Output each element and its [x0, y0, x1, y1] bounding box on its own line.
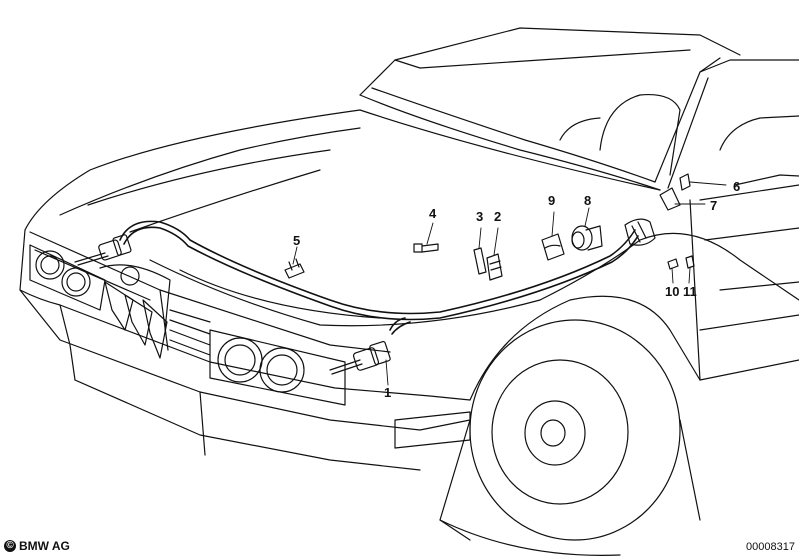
callout-1: 1 [384, 385, 392, 400]
callout-2: 2 [494, 209, 502, 224]
small-parts [284, 173, 695, 281]
front-fascia [19, 229, 471, 471]
brand-label: BMW AG [19, 539, 70, 553]
callout-9: 9 [548, 193, 556, 208]
image-number: 00008317 [746, 541, 795, 553]
fender-and-wheel [439, 232, 799, 556]
washer-hose [119, 220, 639, 335]
callout-5: 5 [293, 233, 301, 248]
leader-lines [292, 181, 727, 386]
callout-8: 8 [584, 193, 592, 208]
callout-3: 3 [476, 209, 484, 224]
callout-11: 11 [683, 284, 697, 299]
windshield-frame [359, 27, 799, 191]
callout-10: 10 [665, 284, 680, 299]
callout-6: 6 [733, 179, 741, 194]
washer-nozzle-assembly [74, 234, 391, 375]
interior-seats [559, 93, 799, 186]
copyright-notice: © BMW AG [4, 539, 70, 553]
door [689, 184, 799, 381]
callout-4: 4 [429, 206, 437, 221]
callout-7: 7 [710, 198, 718, 213]
copyright-icon: © [4, 540, 16, 552]
hood [24, 109, 661, 327]
